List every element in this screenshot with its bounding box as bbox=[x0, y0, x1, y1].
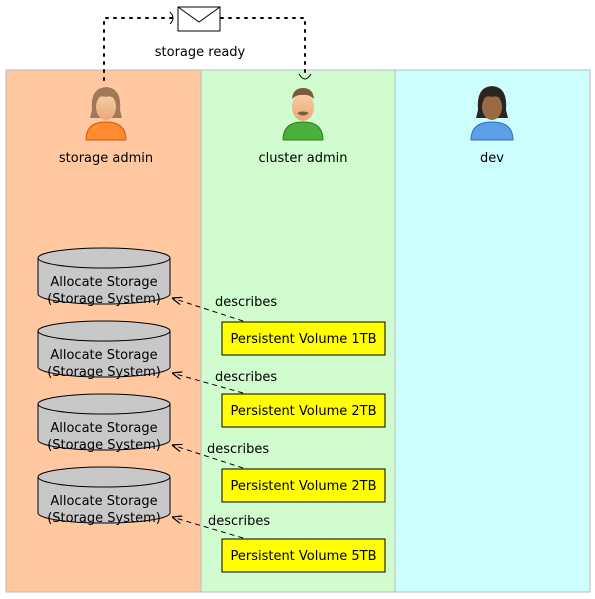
storage-node-3: Allocate Storage (Storage System) bbox=[37, 393, 171, 453]
edge-1-label: describes bbox=[215, 295, 277, 310]
volume-3: Persistent Volume 2TB bbox=[221, 468, 386, 503]
storage-node-1-line1: Allocate Storage bbox=[50, 275, 157, 290]
edge-1: describes bbox=[172, 295, 277, 322]
person-icon-cluster-admin bbox=[282, 88, 324, 141]
actor-dev: dev bbox=[470, 86, 514, 166]
swimlanes bbox=[5, 69, 591, 593]
edge-2-label: describes bbox=[215, 370, 277, 385]
storage-node-2-line2: (Storage System) bbox=[47, 365, 161, 380]
storage-node-3-line2: (Storage System) bbox=[47, 438, 161, 453]
edge-4: describes bbox=[172, 514, 270, 539]
edge-3-line bbox=[172, 445, 244, 469]
actor-cluster-admin: cluster admin bbox=[258, 88, 348, 166]
volume-3-label: Persistent Volume 2TB bbox=[230, 479, 376, 494]
edge-3-label: describes bbox=[207, 442, 269, 457]
person-icon-storage-admin bbox=[85, 87, 127, 141]
edge-2: describes bbox=[172, 370, 277, 394]
edge-4-line bbox=[172, 517, 244, 539]
message-line bbox=[103, 17, 306, 81]
volume-4: Persistent Volume 5TB bbox=[221, 538, 386, 573]
edge-1-line bbox=[172, 298, 244, 322]
person-icon-dev bbox=[470, 86, 514, 141]
actor-label-cluster-admin: cluster admin bbox=[258, 151, 347, 166]
storage-node-1-line2: (Storage System) bbox=[47, 292, 161, 307]
lane-dev bbox=[394, 69, 591, 593]
storage-node-4-line2: (Storage System) bbox=[47, 511, 161, 526]
message-half-arrow-down bbox=[298, 73, 312, 80]
actor-label-dev: dev bbox=[480, 151, 504, 166]
actor-storage-admin: storage admin bbox=[59, 87, 153, 166]
volume-4-label: Persistent Volume 5TB bbox=[230, 549, 376, 564]
storage-node-3-line1: Allocate Storage bbox=[50, 421, 157, 436]
message-flow: storage ready bbox=[103, 6, 312, 81]
volume-1: Persistent Volume 1TB bbox=[221, 321, 386, 356]
volume-1-label: Persistent Volume 1TB bbox=[230, 332, 376, 347]
volume-2-label: Persistent Volume 2TB bbox=[230, 404, 376, 419]
storage-node-2-line1: Allocate Storage bbox=[50, 348, 157, 363]
envelope-icon bbox=[177, 6, 221, 32]
storage-node-4: Allocate Storage (Storage System) bbox=[37, 466, 171, 526]
message-label: storage ready bbox=[155, 45, 246, 60]
edge-2-line bbox=[172, 373, 244, 394]
actor-label-storage-admin: storage admin bbox=[59, 151, 153, 166]
storage-node-1: Allocate Storage (Storage System) bbox=[37, 247, 171, 307]
edge-3: describes bbox=[172, 442, 269, 469]
storage-node-4-line1: Allocate Storage bbox=[50, 494, 157, 509]
edge-4-label: describes bbox=[208, 514, 270, 529]
message-half-arrow-left bbox=[169, 11, 174, 25]
volume-2: Persistent Volume 2TB bbox=[221, 393, 386, 428]
storage-node-2: Allocate Storage (Storage System) bbox=[37, 320, 171, 380]
